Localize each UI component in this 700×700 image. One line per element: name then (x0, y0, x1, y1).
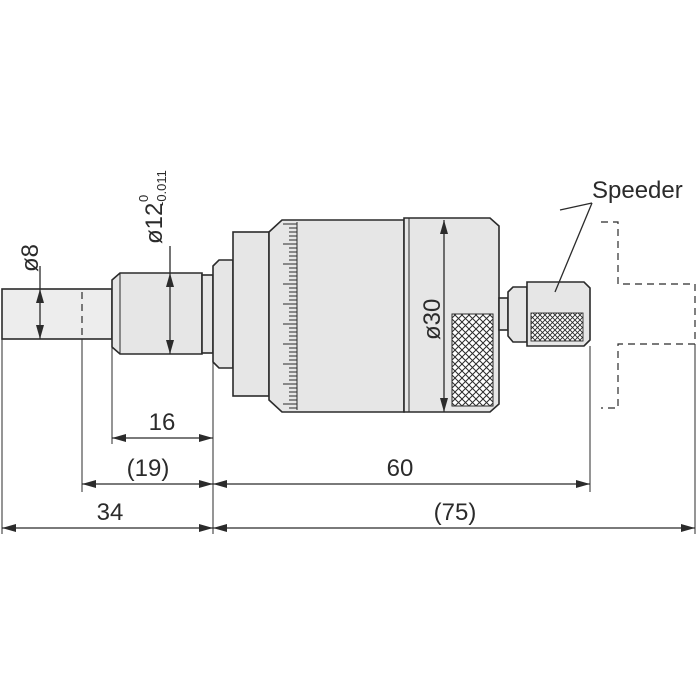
dimension-34: 34 (2, 499, 213, 532)
dimension-19-label: (19) (127, 455, 170, 482)
knurl-pattern-main (451, 313, 494, 407)
diameter-30-dimension: ø30 (419, 220, 448, 412)
diameter-8-dimension: ø8 (17, 244, 44, 339)
speeder-label: Speeder (592, 177, 683, 204)
dimension-75: (75) (213, 499, 695, 532)
spindle-sleeve (111, 272, 203, 355)
dimension-34-label: 34 (97, 499, 124, 526)
dimension-60: 60 (213, 455, 590, 488)
speeder-shaft (507, 286, 528, 343)
tolerance-upper-label: 0 (136, 195, 151, 202)
shank (1, 288, 113, 340)
neck (201, 274, 214, 354)
tolerance-lower-label: -0.011 (154, 170, 169, 206)
collar (212, 259, 234, 369)
speeder-neck (498, 297, 509, 331)
dimension-19: (19) (82, 455, 213, 488)
diameter-30-label: ø30 (419, 299, 446, 340)
dimension-16-label: 16 (149, 409, 176, 436)
speeder-callout: Speeder (554, 177, 683, 293)
dimension-60-label: 60 (387, 455, 414, 482)
thimble-graduations (283, 223, 297, 409)
dimension-16: 16 (112, 409, 213, 442)
diameter-12-label: ø12 (141, 203, 168, 244)
diameter-12-dimension: ø12 0 -0.011 (136, 170, 174, 354)
knurl-pattern-speeder (530, 312, 584, 342)
dimension-75-label: (75) (434, 499, 477, 526)
micrometer-body (1, 217, 696, 413)
thimble-sleeve (232, 231, 270, 397)
extension-lines (1, 339, 696, 534)
diameter-8-label: ø8 (17, 244, 44, 272)
speeder-phantom-outline (601, 221, 696, 409)
